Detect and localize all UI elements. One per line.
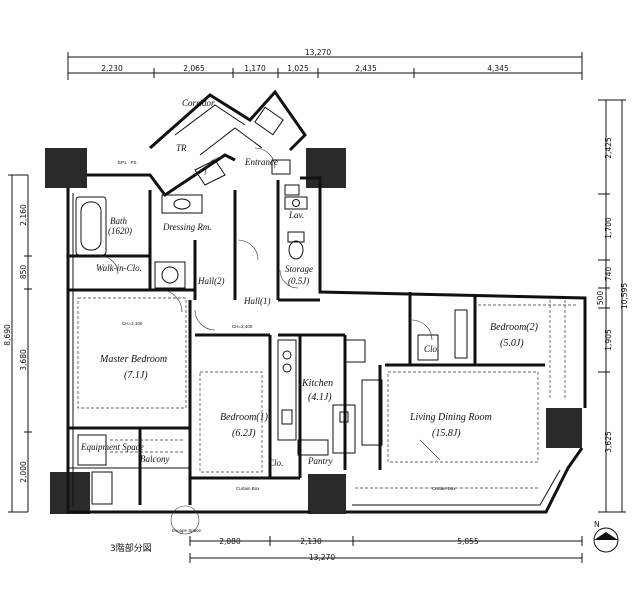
exterior-walls — [66, 153, 587, 514]
pillar-bottom-center — [308, 474, 346, 514]
hall2-label: Hall(2) — [197, 276, 225, 286]
curtain-box-label-1: Curtain Box — [236, 486, 260, 491]
lav-sink — [284, 196, 308, 210]
bottom-segment-1: 2,080 — [219, 537, 241, 546]
left-dimension-total: 8,690 — [3, 174, 28, 513]
right-total-label: 10,595 — [620, 283, 629, 309]
right-dimension-total: 10,595 — [620, 100, 629, 512]
storage-size-label: (0.5J) — [288, 276, 309, 286]
pillar-top-center — [306, 148, 346, 188]
ceiling-height-label-1: CH=2,100 — [122, 321, 143, 326]
vanity-sink — [161, 194, 203, 214]
bedroom1-size: (6.2J) — [232, 428, 256, 439]
closet-label-1: Clo. — [268, 458, 283, 468]
living-furniture — [297, 309, 468, 456]
interior-walls — [68, 180, 545, 505]
right-segment-2: 1,700 — [604, 217, 613, 239]
top-segment-5: 2,435 — [355, 64, 377, 73]
kitchen-counter — [277, 339, 366, 454]
storage-label: Storage — [285, 264, 313, 274]
right-segment-5: 1,905 — [604, 329, 613, 351]
hall1-label: Hall(1) — [243, 296, 271, 306]
bedroom2-label: Bedroom(2) — [490, 322, 539, 333]
right-segment-6: 3,625 — [604, 431, 613, 453]
top-segment-2: 2,065 — [183, 64, 205, 73]
left-segment-2: 850 — [19, 265, 28, 280]
lav-label: Lav. — [288, 210, 304, 220]
left-segment-3: 3,680 — [19, 349, 28, 371]
pillar-top-left — [45, 148, 87, 188]
corridor-label: Corridor — [182, 98, 215, 108]
floor-caption: 3階部分図 — [110, 544, 152, 554]
bottom-dimension-segments: 2,080 2,130 5,855 — [189, 536, 583, 546]
top-dimension-segments: 2,230 2,065 1,170 1,025 2,435 4,345 — [68, 64, 582, 78]
master-bedroom-label: Master Bedroom — [99, 354, 167, 365]
tr-label: TR — [176, 143, 187, 153]
bottom-segment-2: 2,130 — [300, 537, 322, 546]
top-total-label: 13,270 — [305, 48, 331, 57]
washing-machine — [154, 261, 186, 289]
compass-label: N — [594, 520, 600, 529]
escape-space-label: Escape Space — [172, 528, 202, 533]
bedroom2-size: (5.0J) — [500, 338, 524, 349]
ceiling-lines — [77, 297, 578, 489]
door-swings — [99, 239, 441, 535]
corridor-block — [149, 89, 307, 196]
dressing-room-label: Dressing Rm. — [162, 222, 212, 232]
pantry-label: Pantry — [307, 456, 333, 466]
pillar-bottom-right — [546, 408, 582, 448]
kitchen-label: Kitchen — [301, 378, 333, 389]
bottom-segment-3: 5,855 — [457, 537, 479, 546]
entrance-label: Entrance — [244, 157, 278, 167]
right-segment-3: 740 — [604, 267, 613, 282]
toilet — [287, 231, 305, 260]
equipment-space-label: Equipment Space — [80, 442, 144, 452]
bottom-total-label: 13,270 — [309, 553, 335, 562]
top-dimension-total: 13,270 — [67, 48, 583, 80]
top-segment-1: 2,230 — [101, 64, 123, 73]
right-segment-1: 2,425 — [604, 137, 613, 159]
left-total-label: 8,690 — [3, 324, 12, 346]
left-segment-1: 2,160 — [19, 204, 28, 226]
top-segment-4: 1,025 — [287, 64, 309, 73]
ceiling-height-label-2: CH=2,400 — [232, 324, 253, 329]
right-dimension-segments: 2,425 1,700 740 500 1,905 3,625 — [596, 99, 626, 513]
balcony-units — [77, 434, 185, 505]
closet-label-2: Clo. — [424, 344, 439, 354]
left-segment-4: 2,000 — [19, 461, 28, 483]
master-bedroom-size: (7.1J) — [124, 370, 148, 381]
balcony-label: Balcony — [140, 454, 170, 464]
bath-size-label: (1620) — [108, 226, 132, 236]
pillar-bottom-left — [50, 472, 90, 514]
curtain-box-label-2: Curtain Box — [432, 486, 456, 491]
walk-in-closet-label: Walk-in-Clo. — [96, 263, 142, 273]
kitchen-size: (4.1J) — [308, 392, 332, 403]
top-segment-3: 1,170 — [244, 64, 266, 73]
north-compass-icon: N — [593, 520, 619, 553]
living-dining-label: Living Dining Room — [409, 412, 492, 423]
right-segment-4: 500 — [596, 291, 605, 306]
bathtub — [75, 196, 107, 256]
bedroom1-label: Bedroom(1) — [220, 412, 269, 423]
ep-label: EP1 · PS — [118, 160, 137, 165]
living-dining-size: (15.8J) — [432, 428, 461, 439]
bath-label: Bath — [110, 216, 127, 226]
left-dimension-segments: 2,160 850 3,680 2,000 — [19, 175, 32, 512]
bottom-dimension-total: 13,270 — [189, 553, 583, 563]
top-segment-6: 4,345 — [487, 64, 509, 73]
